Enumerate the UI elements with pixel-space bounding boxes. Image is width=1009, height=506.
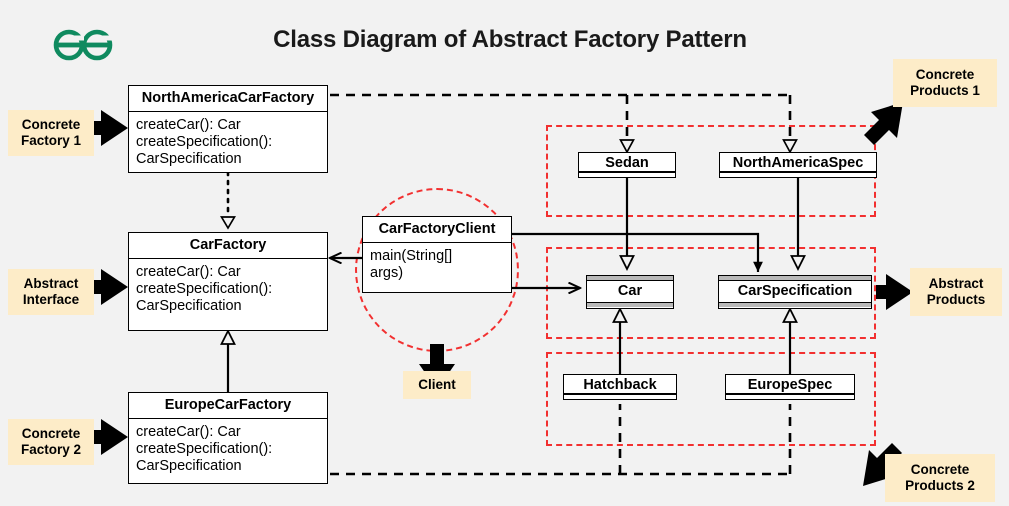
method-createcar: createCar(): Car (136, 263, 241, 280)
interface-band-bottom (719, 301, 871, 307)
class-title: Hatchback (583, 376, 657, 393)
pointer-abstract-products (876, 274, 913, 310)
method-main: main(String[] (370, 247, 453, 264)
class-title: NorthAmericaSpec (732, 154, 864, 171)
class-title: NorthAmericaCarFactory (129, 86, 327, 112)
class-title: EuropeCarFactory (129, 393, 327, 419)
pointer-abstract-interface (91, 269, 128, 305)
class-sedan[interactable]: Sedan (578, 152, 676, 178)
class-car-specification[interactable]: CarSpecification (718, 275, 872, 309)
edge-northamericafactory-implements-carfactory (220, 170, 236, 230)
note-client: Client (403, 371, 471, 399)
method-createcar: createCar(): Car (136, 423, 241, 440)
pointer-concrete-factory-2 (91, 419, 128, 455)
class-methods: createCar(): Car createSpecification(): … (129, 112, 327, 174)
pointer-concrete-factory-1 (91, 110, 128, 146)
group-concrete-products-2 (546, 352, 876, 446)
interface-band-top (587, 276, 673, 281)
class-title: CarFactory (129, 233, 327, 259)
class-title: CarSpecification (737, 283, 853, 299)
class-car[interactable]: Car (586, 275, 674, 309)
method-createcar: createCar(): Car (136, 116, 241, 133)
class-north-america-car-factory[interactable]: NorthAmericaCarFactory createCar(): Car … (128, 85, 328, 173)
class-europe-car-factory[interactable]: EuropeCarFactory createCar(): Car create… (128, 392, 328, 484)
method-createspecification: createSpecification(): (136, 280, 273, 297)
class-title: Car (617, 283, 643, 299)
method-createspecification-return: CarSpecification (136, 150, 242, 167)
class-car-factory[interactable]: CarFactory createCar(): Car createSpecif… (128, 232, 328, 331)
class-methods: createCar(): Car createSpecification(): … (129, 259, 327, 321)
geeksforgeeks-logo (46, 26, 120, 64)
interface-band-top (719, 276, 871, 281)
edge-europefactory-implements-carfactory (220, 328, 236, 392)
method-createspecification: createSpecification(): (136, 440, 273, 457)
class-car-factory-client[interactable]: CarFactoryClient main(String[] args) (362, 216, 512, 293)
method-createspecification-return: CarSpecification (136, 297, 242, 314)
class-title: EuropeSpec (747, 376, 833, 393)
class-title: Sedan (605, 154, 649, 171)
class-north-america-spec[interactable]: NorthAmericaSpec (719, 152, 877, 178)
method-createspecification: createSpecification(): (136, 133, 273, 150)
class-europe-spec[interactable]: EuropeSpec (725, 374, 855, 400)
class-title: CarFactoryClient (363, 217, 511, 243)
class-hatchback[interactable]: Hatchback (563, 374, 677, 400)
interface-band-bottom (587, 301, 673, 307)
class-methods: createCar(): Car createSpecification(): … (129, 419, 327, 481)
method-createspecification-return: CarSpecification (136, 457, 242, 474)
page-title: Class Diagram of Abstract Factory Patter… (273, 26, 747, 53)
method-main-args: args) (370, 264, 404, 281)
class-methods: main(String[] args) (363, 243, 511, 288)
